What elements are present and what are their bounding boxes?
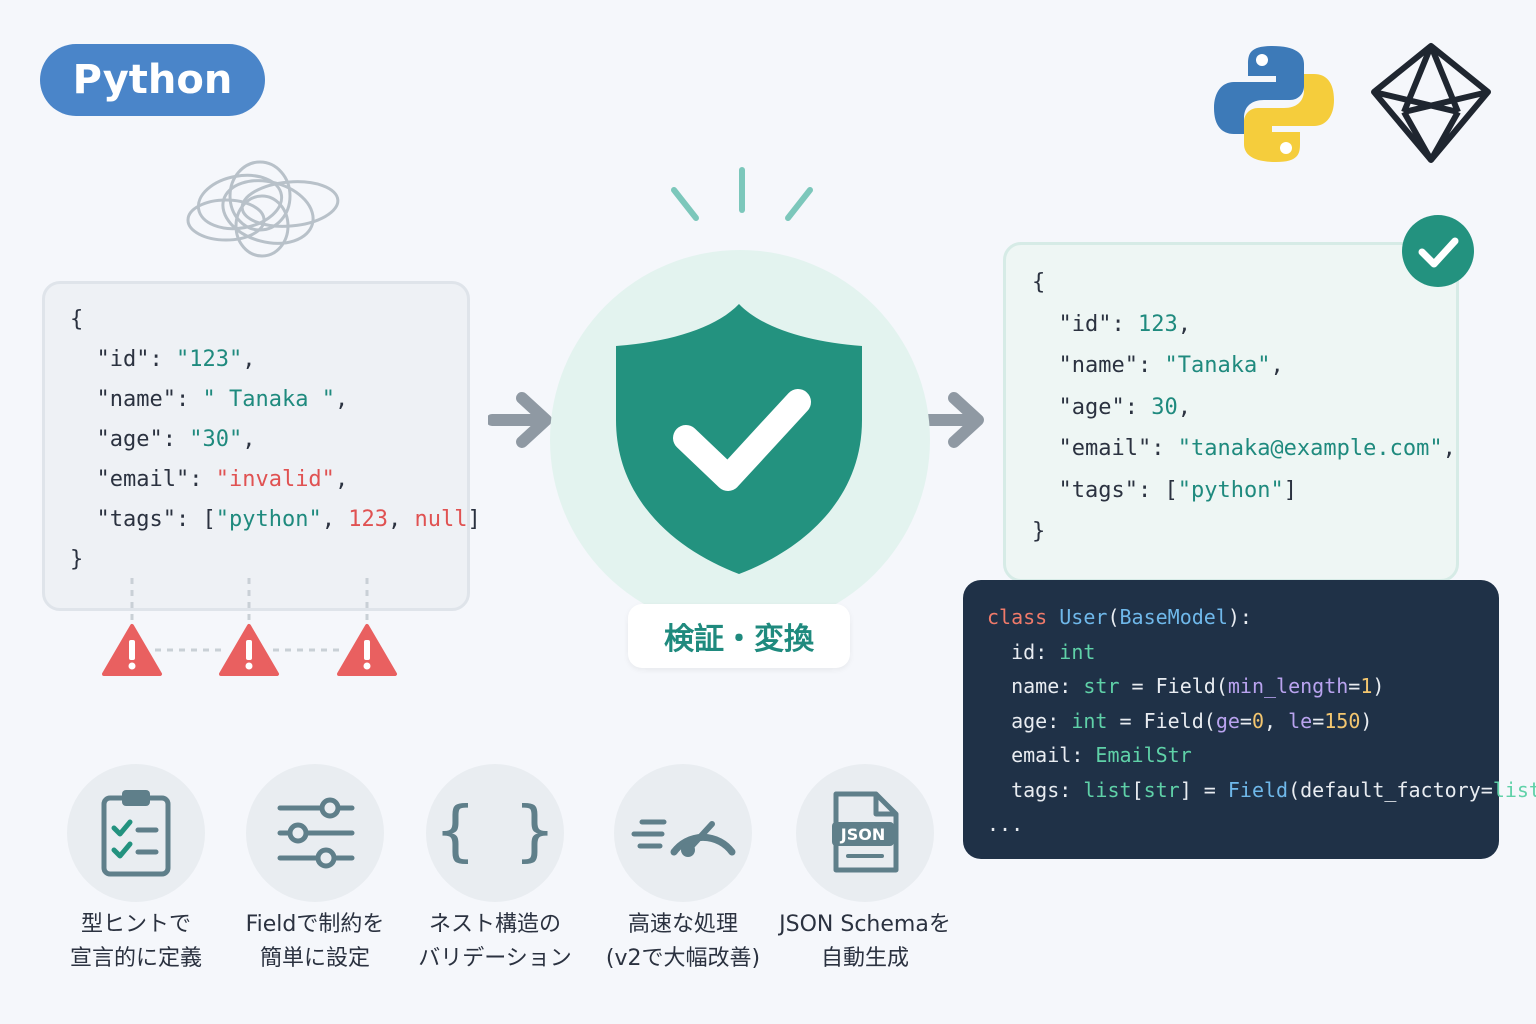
input-json-code: { "id": "123", "name": " Tanaka ", "age"… [70, 307, 481, 572]
code-class-name: User [1059, 605, 1108, 629]
code-type-int: int [1071, 708, 1108, 733]
input-val-id: "123" [175, 347, 243, 372]
code-field-age: age [1011, 708, 1048, 733]
input-key-name: "name" [96, 387, 176, 412]
input-json-close: } [70, 547, 84, 572]
feature-label-line: 高速な処理 [627, 912, 738, 937]
sparkle-lines-icon [671, 167, 813, 221]
output-key-id: "id" [1058, 311, 1112, 337]
input-key-age: "age" [96, 427, 163, 452]
code-type-str: str [1143, 777, 1180, 802]
tangled-scribble-icon [186, 160, 340, 258]
model-code: class User(BaseModel): id: int name: str… [987, 600, 1536, 842]
output-val-age: 30 [1151, 394, 1178, 420]
feature-label-type-hints: 型ヒントで宣言的に定義 [41, 908, 231, 976]
code-arg-min-length: min_length [1227, 674, 1349, 698]
output-key-tags: "tags" [1058, 477, 1138, 503]
input-val-tags-3: null [414, 507, 468, 532]
warning-icon [219, 624, 279, 676]
output-json-open: { [1032, 270, 1046, 295]
code-field-email: email [1011, 743, 1072, 767]
input-val-email: "invalid" [215, 467, 335, 492]
pydantic-logo-icon [1371, 43, 1491, 163]
validator-label: 検証・変換 [628, 604, 850, 668]
code-type-int: int [1059, 639, 1096, 664]
python-badge: Python [40, 44, 265, 116]
output-val-name: "Tanaka" [1164, 353, 1271, 378]
code-field-name: name [1011, 674, 1060, 698]
json-file-icon-label: JSON [840, 825, 885, 844]
warning-connectors [130, 578, 369, 652]
feature-label-line: 型ヒントで [80, 912, 191, 937]
clipboard-checklist-icon [101, 790, 171, 877]
input-val-tags-1: "python" [215, 507, 322, 532]
input-val-age: "30" [189, 427, 243, 452]
input-key-id: "id" [96, 347, 150, 372]
feature-label-line: Fieldで制約を [245, 912, 385, 937]
feature-circle [67, 764, 205, 902]
code-field-tags: tags [1011, 777, 1060, 802]
python-logo-icon [1214, 46, 1334, 162]
braces-icon: { } [435, 792, 555, 869]
success-check-icon [1402, 215, 1474, 287]
warning-icon [102, 624, 162, 676]
input-json-card [42, 281, 470, 611]
code-keyword-class: class [987, 605, 1048, 629]
code-type-list: list [1492, 777, 1536, 802]
feature-label-line: JSON Schemaを [779, 912, 951, 937]
output-val-email: "tanaka@example.com" [1177, 436, 1443, 461]
output-key-age: "age" [1058, 394, 1125, 420]
output-key-name: "name" [1058, 353, 1138, 378]
code-num-150: 150 [1324, 708, 1361, 733]
code-fn-field: Field [1227, 777, 1289, 802]
validator-label-text: 検証・変換 [664, 622, 814, 657]
arrow-right-icon [488, 392, 552, 448]
code-num-0: 0 [1251, 708, 1265, 733]
feature-label-line: バリデーション [418, 946, 572, 971]
output-json-close: } [1032, 519, 1046, 544]
code-arg-ge: ge [1215, 708, 1240, 733]
feature-label-line: 自動生成 [820, 946, 909, 971]
code-field-id: id [1011, 639, 1036, 664]
output-val-tags: "python" [1177, 477, 1284, 503]
code-ellipsis: ... [987, 812, 1024, 836]
feature-label-performance: 高速な処理 (v2で大幅改善) [588, 908, 778, 976]
warning-icon [337, 624, 397, 676]
code-num-1: 1 [1360, 674, 1373, 698]
code-arg-default-factory: default_factory [1300, 777, 1481, 802]
code-type-emailstr: EmailStr [1095, 743, 1192, 767]
feature-label-line: ネスト構造の [428, 912, 561, 937]
arrow-right-icon [920, 392, 984, 448]
code-base-class: BaseModel [1119, 605, 1228, 629]
feature-label-nested-validation: ネスト構造のバリデーション [400, 908, 590, 976]
feature-label-line: 宣言的に定義 [69, 946, 202, 971]
feature-circle [426, 764, 564, 902]
code-fn-field: Field [1155, 674, 1216, 698]
output-val-id: 123 [1137, 311, 1178, 337]
output-json-code: { "id": 123, "name": "Tanaka", "age": 30… [1032, 270, 1456, 544]
feature-label-line: 簡単に設定 [259, 946, 370, 971]
feature-label-line: (v2で大幅改善) [605, 946, 761, 971]
feature-label-json-schema: JSON Schemaを自動生成 [770, 908, 960, 976]
input-json-open: { [70, 307, 84, 332]
input-key-email: "email" [96, 467, 190, 492]
python-badge-label: Python [72, 57, 233, 103]
input-val-tags-2: 123 [348, 507, 388, 532]
output-json-card [1003, 242, 1459, 582]
input-key-tags: "tags" [96, 507, 176, 532]
speedometer-icon [631, 819, 736, 857]
feature-label-field-constraints: Fieldで制約を簡単に設定 [220, 908, 410, 976]
input-val-name: " Tanaka " [202, 387, 335, 412]
shield-check-icon [616, 304, 862, 574]
code-type-str: str [1083, 674, 1120, 698]
code-fn-field: Field [1143, 708, 1204, 733]
sliders-icon [277, 797, 355, 869]
code-arg-le: le [1288, 708, 1313, 733]
code-type-list: list [1083, 777, 1132, 802]
output-key-email: "email" [1058, 436, 1152, 461]
json-file-icon: JSON [832, 791, 899, 873]
model-code-panel [963, 580, 1499, 859]
